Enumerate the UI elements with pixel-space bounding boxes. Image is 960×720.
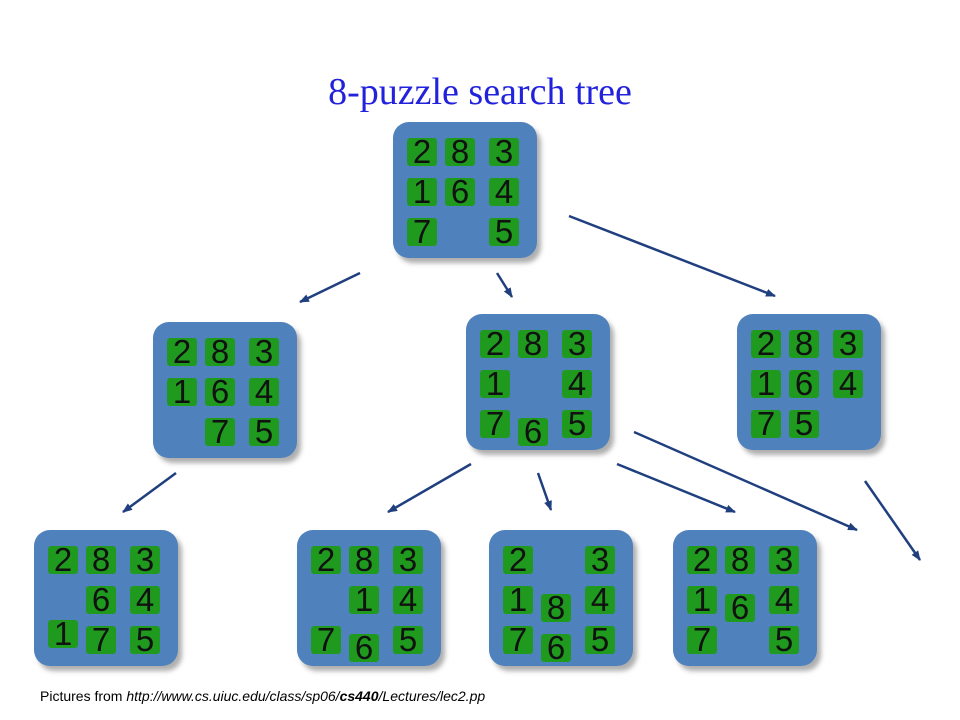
puzzle-tile: 8 xyxy=(445,135,475,168)
puzzle-tile: 4 xyxy=(130,583,160,616)
puzzle-tile: 2 xyxy=(687,543,717,576)
page-title: 8-puzzle search tree xyxy=(328,71,632,113)
edge-middle-to-offscreen-1 xyxy=(633,430,858,532)
puzzle-tile: 1 xyxy=(167,375,197,408)
edge-middle-to-middle-child-2 xyxy=(536,472,553,511)
puzzle-tile: 3 xyxy=(585,543,615,576)
puzzle-tile: 3 xyxy=(130,543,160,576)
puzzle-tile: 8 xyxy=(205,335,235,368)
puzzle-tile: 7 xyxy=(205,415,235,448)
footer-url-bold: cs440 xyxy=(339,688,379,704)
puzzle-tile: 8 xyxy=(541,591,571,624)
puzzle-tile: 1 xyxy=(687,583,717,616)
puzzle-tile: 3 xyxy=(393,543,423,576)
edge-root-to-left xyxy=(299,271,361,304)
puzzle-tile: 3 xyxy=(769,543,799,576)
footer-url-start: http://www.cs.uiuc.edu/class/sp06/ xyxy=(126,688,340,704)
puzzle-tile: 3 xyxy=(249,335,279,368)
puzzle-tile: 6 xyxy=(725,591,755,624)
puzzle-tile: 3 xyxy=(833,327,863,360)
edge-root-to-right xyxy=(568,214,776,298)
puzzle-tile: 7 xyxy=(480,407,510,440)
puzzle-tile: 8 xyxy=(789,327,819,360)
puzzle-tile: 5 xyxy=(130,623,160,656)
puzzle-tile: 4 xyxy=(489,175,519,208)
puzzle-tile: 4 xyxy=(833,367,863,400)
puzzle-tile: 3 xyxy=(489,135,519,168)
puzzle-tile: 7 xyxy=(407,215,437,248)
puzzle-tile: 5 xyxy=(585,623,615,656)
puzzle-tile: 2 xyxy=(48,543,78,576)
edge-middle-to-middle-child-3 xyxy=(616,462,736,514)
puzzle-tile: 5 xyxy=(249,415,279,448)
puzzle-tile: 6 xyxy=(349,631,379,664)
puzzle-tile: 5 xyxy=(393,623,423,656)
puzzle-tile: 5 xyxy=(489,215,519,248)
puzzle-tile: 7 xyxy=(86,623,116,656)
puzzle-tile: 2 xyxy=(503,543,533,576)
puzzle-tile: 6 xyxy=(789,367,819,400)
puzzle-tile: 5 xyxy=(789,407,819,440)
source-footer: Pictures from http://www.cs.uiuc.edu/cla… xyxy=(40,688,485,704)
footer-url-end: /Lectures/lec2.pp xyxy=(378,688,486,704)
edge-root-to-middle xyxy=(495,272,514,298)
puzzle-tile: 8 xyxy=(518,327,548,360)
puzzle-tile: 1 xyxy=(751,367,781,400)
edge-middle-to-middle-child-1 xyxy=(387,462,472,514)
puzzle-tile: 2 xyxy=(311,543,341,576)
puzzle-tile: 6 xyxy=(541,631,571,664)
puzzle-tile: 4 xyxy=(393,583,423,616)
puzzle-tile: 6 xyxy=(86,583,116,616)
puzzle-tile: 1 xyxy=(349,583,379,616)
puzzle-tile: 8 xyxy=(725,543,755,576)
puzzle-tile: 7 xyxy=(751,407,781,440)
puzzle-tile: 1 xyxy=(503,583,533,616)
puzzle-tile: 5 xyxy=(562,407,592,440)
puzzle-tile: 1 xyxy=(407,175,437,208)
puzzle-tile: 4 xyxy=(249,375,279,408)
puzzle-tile: 3 xyxy=(562,327,592,360)
puzzle-tile: 5 xyxy=(769,623,799,656)
puzzle-tile: 2 xyxy=(167,335,197,368)
puzzle-tile: 7 xyxy=(311,623,341,656)
edge-left-to-left-child xyxy=(122,471,177,514)
puzzle-tile: 8 xyxy=(349,543,379,576)
puzzle-tile: 7 xyxy=(503,623,533,656)
puzzle-tile: 2 xyxy=(480,327,510,360)
puzzle-tile: 4 xyxy=(562,367,592,400)
footer-prefix: Pictures from xyxy=(40,688,127,704)
puzzle-tile: 6 xyxy=(518,415,548,448)
puzzle-tile: 2 xyxy=(751,327,781,360)
puzzle-tile: 6 xyxy=(205,375,235,408)
puzzle-tile: 4 xyxy=(769,583,799,616)
puzzle-tile: 4 xyxy=(585,583,615,616)
puzzle-tile: 6 xyxy=(445,175,475,208)
puzzle-tile: 1 xyxy=(48,617,78,650)
puzzle-tile: 8 xyxy=(86,543,116,576)
edge-right-to-offscreen-2 xyxy=(863,480,922,561)
puzzle-tile: 1 xyxy=(480,367,510,400)
puzzle-tile: 2 xyxy=(407,135,437,168)
puzzle-tile: 7 xyxy=(687,623,717,656)
